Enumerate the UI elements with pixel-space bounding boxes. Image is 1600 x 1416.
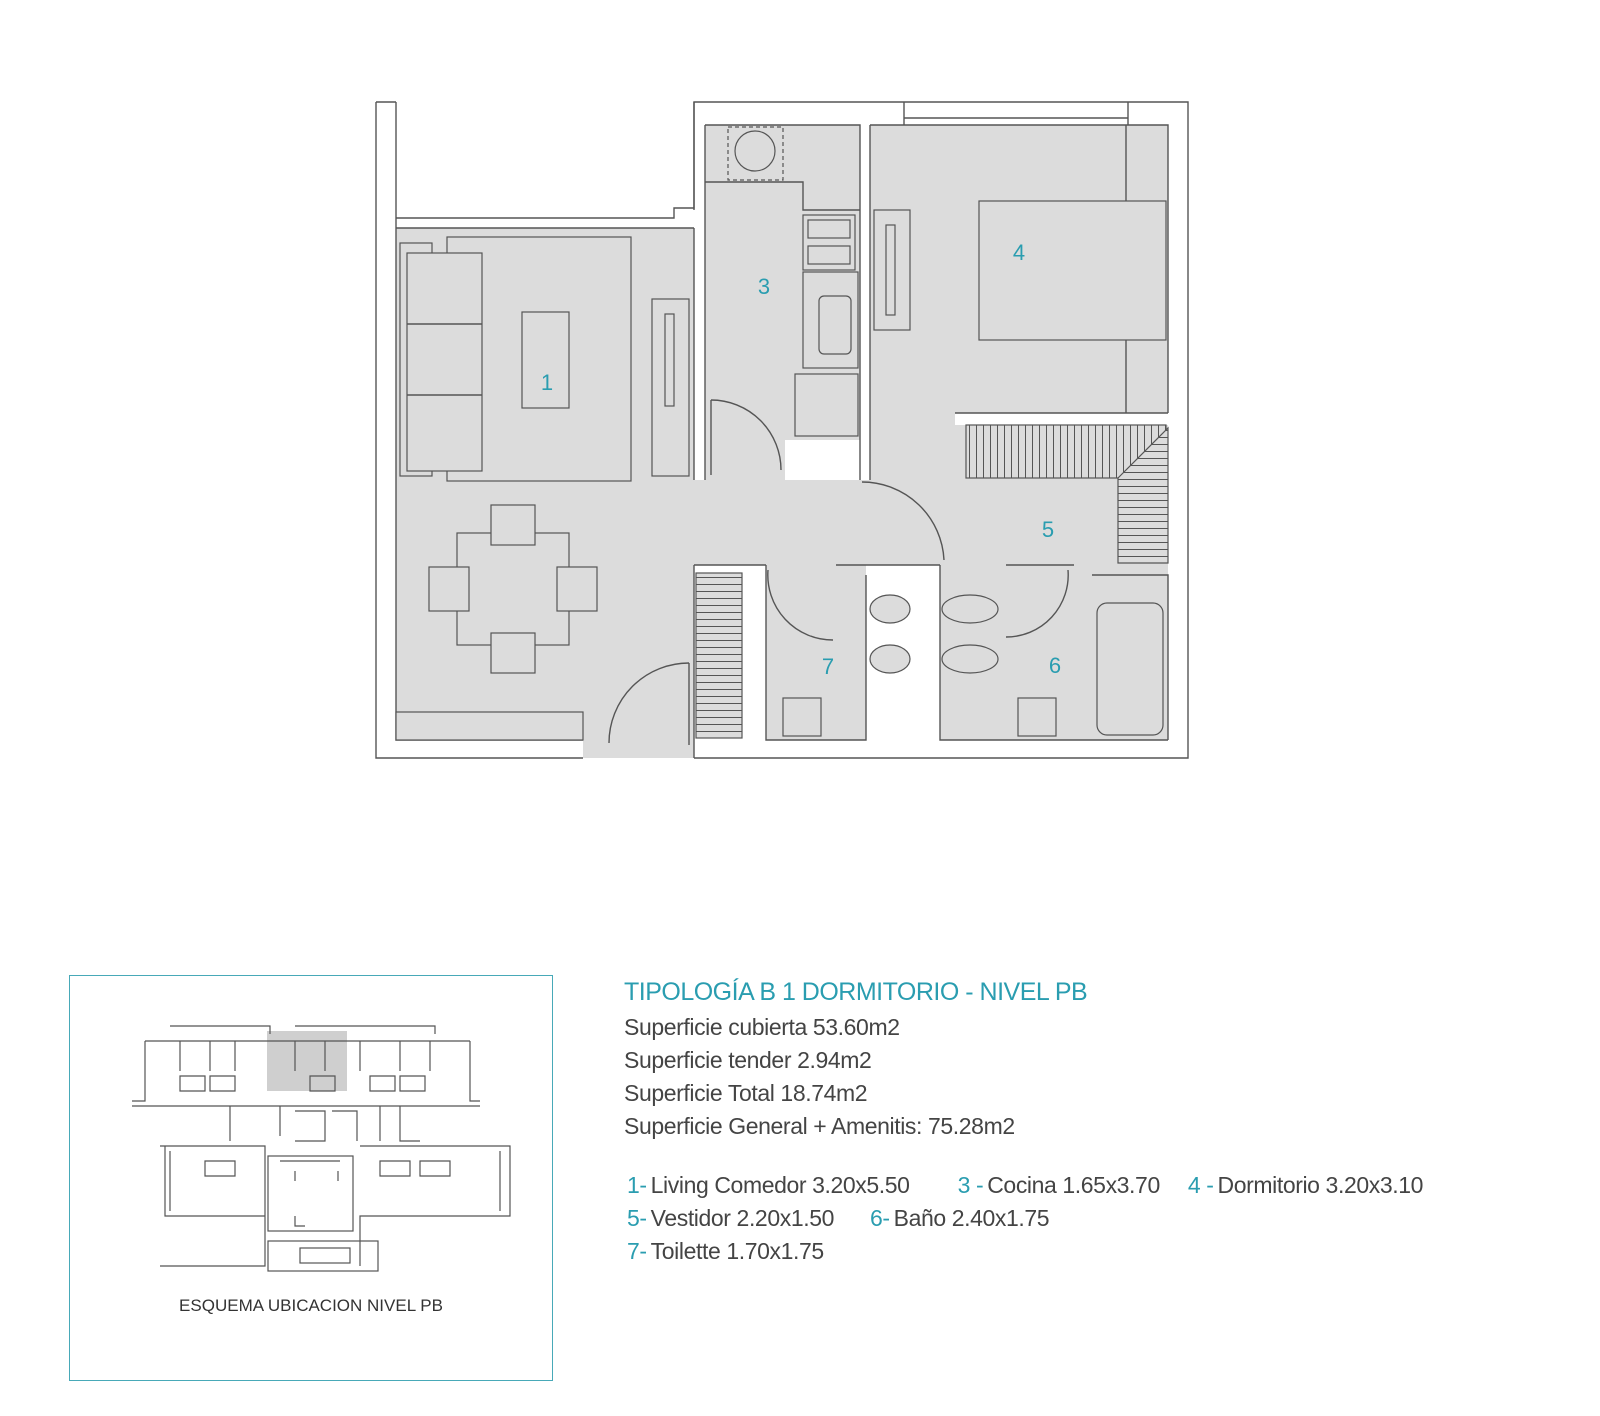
legend-text: Dormitorio 3.20x3.10 [1217,1172,1424,1198]
legend-num: 7- [627,1238,647,1264]
fridge-icon [794,373,859,437]
room-label-6: 6 [1049,653,1061,678]
info-line: Superficie General + Amenitis: 75.28m2 [624,1113,1015,1139]
info-line: Superficie Total 18.74m2 [624,1080,868,1106]
legend-num: 1- [627,1172,647,1198]
room-legend: 1-Living Comedor 3.20x5.50 3 -Cocina 1.6… [627,1172,1427,1271]
location-map-caption: ESQUEMA UBICACION NIVEL PB [179,1296,443,1315]
room-label-7: 7 [822,654,834,679]
door-swings [608,399,1069,745]
bed [978,200,1167,341]
room-label-3: 3 [758,274,770,299]
info-line: Superficie cubierta 53.60m2 [624,1014,900,1040]
legend-num: 6- [869,1205,890,1231]
closet-hatch-side [1117,426,1169,564]
living-furniture [395,236,690,741]
location-map-drawing [132,1025,511,1272]
room-label-1: 1 [541,370,553,395]
unit-info: TIPOLOGÍA B 1 DORMITORIO - NIVEL PB Supe… [624,978,1088,1143]
legend-text: Cocina 1.65x3.70 [987,1172,1160,1198]
room-label-4: 4 [1013,240,1025,265]
kitchen-fixtures [705,126,860,437]
coffee-table [521,311,570,409]
unit-title: TIPOLOGÍA B 1 DORMITORIO - NIVEL PB [624,978,1088,1006]
bath-fixtures [782,594,1164,737]
room-label-5: 5 [1042,517,1054,542]
dining-set [428,504,598,674]
location-map: ESQUEMA UBICACION NIVEL PB [69,975,553,1381]
bathtub [1096,602,1164,736]
storage-hatch [695,572,743,739]
bedroom-furniture [873,200,1167,341]
legend-num: 4 - [1187,1172,1214,1198]
legend-text: Baño 2.40x1.75 [893,1205,1050,1231]
legend-text: Vestidor 2.20x1.50 [650,1205,835,1231]
washer-icon [734,130,776,172]
info-line: Superficie tender 2.94m2 [624,1047,872,1073]
legend-text: Living Comedor 3.20x5.50 [650,1172,910,1198]
legend-num: 3 - [957,1172,984,1198]
legend-num: 5- [627,1205,647,1231]
legend-text: Toilette 1.70x1.75 [650,1238,825,1264]
sink-icon [818,295,852,355]
